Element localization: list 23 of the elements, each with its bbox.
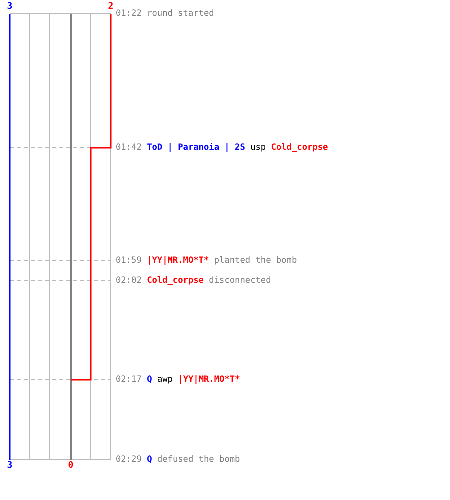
time-label: 02:02: [116, 276, 142, 286]
player-name: Cold_corpse: [271, 143, 328, 153]
weapon-name: usp: [250, 143, 266, 153]
player-name: |YY|MR.MO*T*: [147, 256, 210, 266]
player-name: ToD | Paranoia | 2S: [147, 143, 246, 153]
event-text: round started: [147, 9, 214, 19]
axis-number: 3: [6, 461, 14, 471]
event-text: defused the bomb: [157, 455, 240, 465]
time-label: 01:59: [116, 256, 142, 266]
axis-number: 0: [67, 461, 75, 471]
player-name: |YY|MR.MO*T*: [178, 375, 240, 385]
axis-number: 3: [6, 2, 14, 12]
player-name: Cold_corpse: [147, 276, 204, 286]
time-label: 01:42: [116, 143, 142, 153]
player-name: Q: [147, 455, 152, 465]
time-label: 02:17: [116, 375, 142, 385]
event-text: planted the bomb: [214, 256, 298, 266]
time-label: 02:29: [116, 455, 142, 465]
time-label: 01:22: [116, 9, 142, 19]
axis-number: 2: [107, 2, 115, 12]
player-name: Q: [147, 375, 152, 385]
event-text: disconnected: [209, 276, 272, 286]
weapon-name: awp: [157, 375, 173, 385]
